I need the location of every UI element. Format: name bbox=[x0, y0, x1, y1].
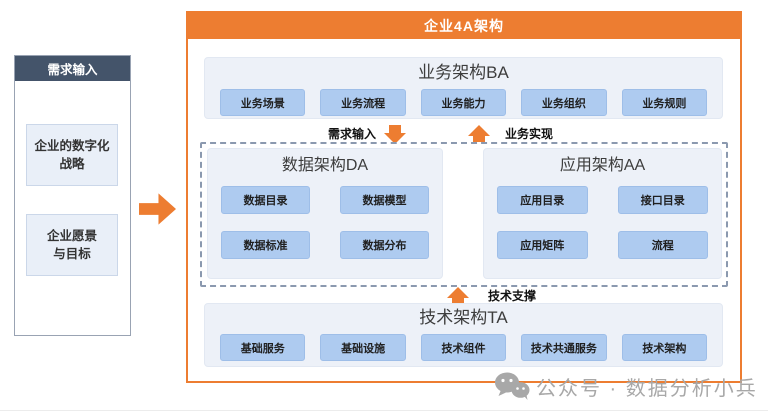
data-architecture-section: 数据架构DA 数据目录 数据模型 数据标准 数据分布 bbox=[207, 148, 443, 279]
chip-data-distribution: 数据分布 bbox=[340, 231, 429, 259]
enterprise-4a-container: 企业4A架构 业务架构BA 业务场景 业务流程 业务能力 业务组织 业务规则 需… bbox=[186, 11, 742, 383]
demand-input-label: 需求输入 bbox=[328, 127, 377, 141]
da-section-title: 数据架构DA bbox=[281, 157, 369, 174]
business-architecture-section: 业务架构BA 业务场景 业务流程 业务能力 业务组织 业务规则 bbox=[204, 57, 723, 119]
chip-business-process: 业务流程 bbox=[320, 89, 406, 116]
chip-business-rules: 业务规则 bbox=[621, 89, 708, 116]
ba-chip-row: 业务场景 业务流程 业务能力 业务组织 业务规则 bbox=[205, 89, 722, 116]
watermark: 公众号 · 数据分析小兵 bbox=[494, 371, 758, 401]
chip-basic-services: 基础服务 bbox=[220, 334, 306, 361]
chip-business-scenario: 业务场景 bbox=[220, 89, 306, 116]
chip-interface-catalog: 接口目录 bbox=[617, 186, 708, 214]
tech-support-label: 技术支撑 bbox=[488, 289, 537, 303]
chip-tech-architecture: 技术架构 bbox=[621, 334, 708, 361]
vision-goals-box: 企业愿景 与目标 bbox=[26, 214, 118, 276]
chip-process: 流程 bbox=[617, 231, 708, 259]
chip-tech-common-services: 技术共通服务 bbox=[521, 334, 607, 361]
chip-business-capability: 业务能力 bbox=[420, 89, 507, 116]
digital-strategy-box: 企业的数字化 战略 bbox=[26, 124, 118, 186]
chip-application-catalog: 应用目录 bbox=[497, 186, 588, 214]
ba-section-title: 业务架构BA bbox=[418, 63, 509, 82]
da-chip-grid: 数据目录 数据模型 数据标准 数据分布 bbox=[208, 186, 442, 259]
requirements-input-panel: 需求输入 企业的数字化 战略 企业愿景 与目标 bbox=[14, 55, 131, 336]
technology-architecture-section: 技术架构TA 基础服务 基础设施 技术组件 技术共通服务 技术架构 bbox=[204, 303, 723, 367]
aa-chip-grid: 应用目录 接口目录 应用矩阵 流程 bbox=[484, 186, 721, 259]
right-arrow-icon bbox=[139, 193, 176, 225]
enterprise-4a-title: 企业4A架构 bbox=[188, 13, 740, 39]
chip-tech-components: 技术组件 bbox=[420, 334, 507, 361]
wechat-icon bbox=[495, 372, 530, 400]
requirements-panel-header: 需求输入 bbox=[15, 56, 130, 81]
business-realization-label: 业务实现 bbox=[505, 127, 554, 141]
up-arrow-icon bbox=[447, 287, 469, 306]
up-arrow-icon bbox=[468, 125, 490, 144]
chip-business-organization: 业务组织 bbox=[521, 89, 607, 116]
down-arrow-icon bbox=[384, 125, 406, 144]
chip-data-catalog: 数据目录 bbox=[221, 186, 310, 214]
chip-infrastructure: 基础设施 bbox=[320, 334, 406, 361]
page-edge-divider bbox=[0, 410, 768, 411]
ta-section-title: 技术架构TA bbox=[419, 308, 508, 327]
chip-data-model: 数据模型 bbox=[340, 186, 429, 214]
watermark-text: 公众号 · 数据分析小兵 bbox=[536, 377, 758, 400]
application-architecture-section: 应用架构AA 应用目录 接口目录 应用矩阵 流程 bbox=[483, 148, 722, 279]
aa-section-title: 应用架构AA bbox=[559, 157, 646, 174]
chip-data-standard: 数据标准 bbox=[221, 231, 310, 259]
ta-chip-row: 基础服务 基础设施 技术组件 技术共通服务 技术架构 bbox=[205, 334, 722, 361]
chip-application-matrix: 应用矩阵 bbox=[497, 231, 588, 259]
